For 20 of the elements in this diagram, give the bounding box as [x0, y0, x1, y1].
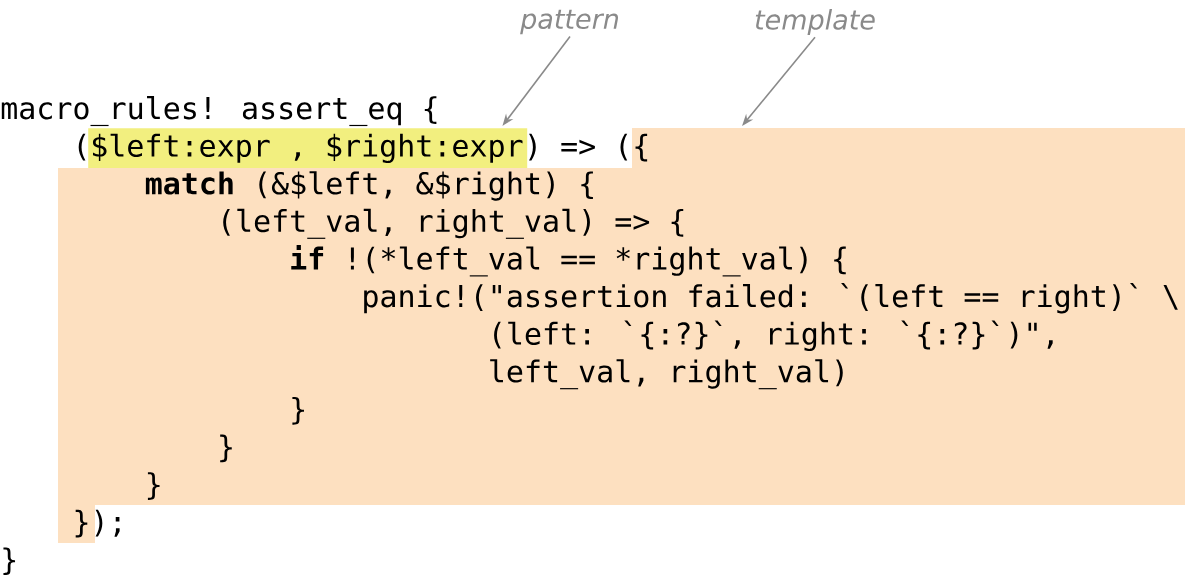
code-line: (	[78, 133, 86, 161]
code-line: }	[147, 472, 160, 500]
code-line: );	[95, 509, 120, 537]
code-line: }	[220, 434, 232, 463]
annotation-label: pattern	[520, 9, 618, 35]
code-line: {	[635, 133, 648, 162]
code-line: left_val, right_val)	[490, 359, 843, 390]
leader-line	[742, 36, 816, 126]
code-line: ) => (	[529, 133, 628, 161]
code-line: macro_rules! assert_eq {	[1, 96, 437, 127]
highlighted-code: $left:expr , $right:expr	[88, 128, 528, 169]
code-line: }	[3, 547, 16, 576]
code-line: match (&$left, &$right) {	[145, 171, 593, 201]
code-line: if !(*left_val == *right_val) {	[291, 245, 846, 277]
code-line: (left_val, right_val) => {	[223, 208, 684, 239]
code-line: }	[75, 509, 88, 538]
code-line: }	[292, 397, 304, 425]
annotation-label: template	[755, 8, 875, 36]
code-line: (left: `{:?}`, right: `{:?}`)",	[494, 320, 1053, 352]
code-line: panic!("assertion failed: `(left == right)` \	[364, 283, 1178, 314]
